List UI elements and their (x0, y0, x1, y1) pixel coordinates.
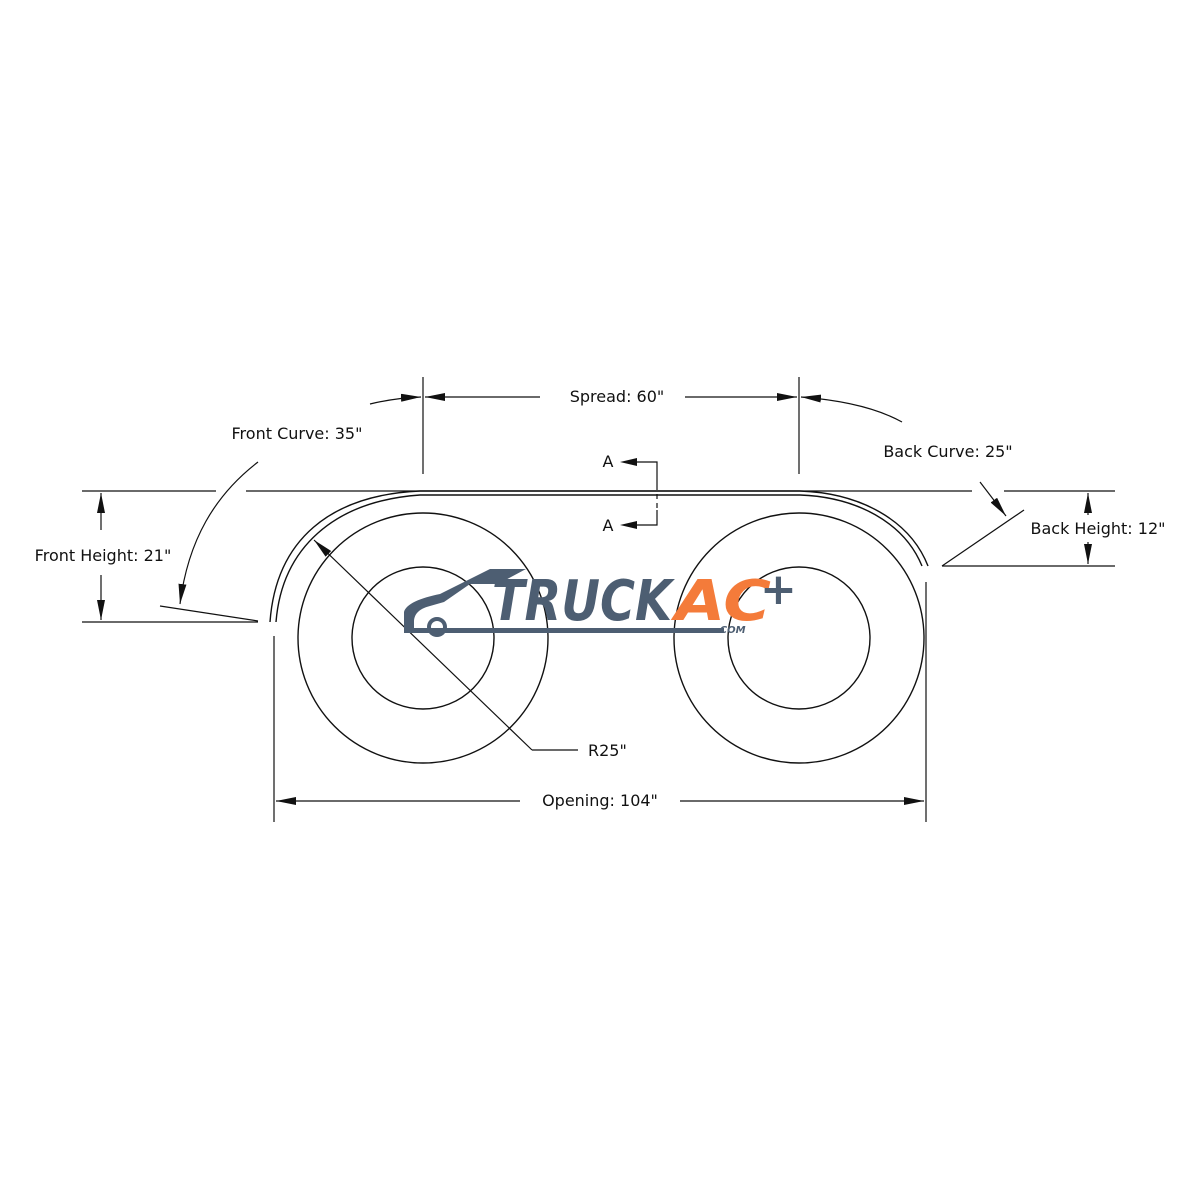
fender-outline (269, 490, 929, 623)
back-height-label: Back Height: 12" (1030, 519, 1165, 538)
section-label-bottom: A (603, 516, 614, 535)
back-curve-dimension: Back Curve: 25" (800, 394, 1115, 567)
logo-plus-icon: + (760, 564, 797, 615)
opening-label: Opening: 104" (542, 791, 658, 810)
front-height-label: Front Height: 21" (35, 546, 172, 565)
section-label-top: A (603, 452, 614, 471)
logo-word-ac: AC (670, 569, 771, 634)
logo-word-truck: TRUCK (492, 569, 675, 634)
spread-label: Spread: 60" (570, 387, 665, 406)
back-curve-label: Back Curve: 25" (883, 442, 1012, 461)
radius-dimension: R25" (313, 539, 627, 760)
front-curve-label: Front Curve: 35" (232, 424, 363, 443)
truckac-logo: TRUCK AC + .COM (404, 564, 797, 637)
section-marker: A A (603, 452, 658, 535)
spread-dimension: Spread: 60" (422, 377, 800, 474)
back-height-dimension: Back Height: 12" (1030, 493, 1166, 564)
opening-dimension: Opening: 104" (273, 582, 927, 822)
logo-suffix: .COM (716, 625, 746, 636)
front-curve-dimension: Front Curve: 35" (159, 393, 422, 622)
front-height-dimension: Front Height: 21" (35, 493, 258, 623)
radius-label: R25" (588, 741, 627, 760)
rear-wheel (673, 512, 925, 764)
front-wheel (297, 512, 549, 764)
truck-silhouette-icon (404, 569, 526, 631)
